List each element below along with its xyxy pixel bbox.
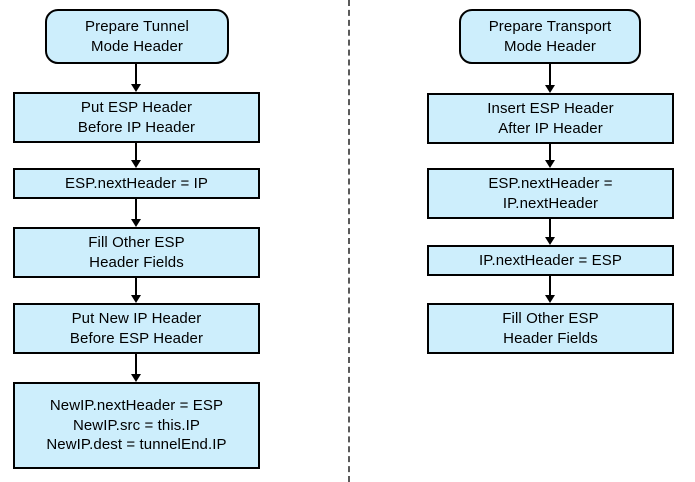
arrow-head-icon (545, 160, 555, 168)
arrow-head-icon (545, 295, 555, 303)
arrow-shaft (549, 64, 551, 86)
arrow-head-icon (131, 374, 141, 382)
node-tunnel-step-5[interactable]: NewIP.nextHeader = ESP NewIP.src = this.… (13, 382, 260, 469)
arrow-head-icon (131, 84, 141, 92)
arrow-head-icon (545, 237, 555, 245)
arrow-shaft (549, 144, 551, 161)
arrow-shaft (549, 219, 551, 238)
vertical-dashed-divider (348, 0, 350, 482)
node-label: Put New IP Header Before ESP Header (69, 309, 204, 347)
arrow-shaft (549, 276, 551, 296)
node-label: Insert ESP Header After IP Header (487, 99, 614, 137)
node-tunnel-step-2[interactable]: ESP.nextHeader = IP (13, 168, 260, 199)
node-transport-step-4[interactable]: Fill Other ESP Header Fields (427, 303, 674, 354)
arrow-shaft (135, 354, 137, 375)
node-label: Fill Other ESP Header Fields (502, 309, 599, 347)
node-label: NewIP.nextHeader = ESP NewIP.src = this.… (46, 396, 227, 454)
node-label: Fill Other ESP Header Fields (88, 233, 185, 271)
arrow-head-icon (131, 295, 141, 303)
node-label: Prepare Tunnel Mode Header (85, 17, 189, 55)
arrow-shaft (135, 143, 137, 161)
node-label: ESP.nextHeader = IP.nextHeader (488, 174, 613, 212)
node-tunnel-start[interactable]: Prepare Tunnel Mode Header (45, 9, 229, 64)
arrow-shaft (135, 199, 137, 220)
arrow-shaft (135, 64, 137, 85)
node-label: IP.nextHeader = ESP (479, 251, 622, 269)
node-tunnel-step-4[interactable]: Put New IP Header Before ESP Header (13, 303, 260, 354)
node-tunnel-step-1[interactable]: Put ESP Header Before IP Header (13, 92, 260, 143)
arrow-head-icon (545, 85, 555, 93)
arrow-shaft (135, 278, 137, 296)
node-transport-step-1[interactable]: Insert ESP Header After IP Header (427, 93, 674, 144)
node-tunnel-step-3[interactable]: Fill Other ESP Header Fields (13, 227, 260, 278)
node-transport-start[interactable]: Prepare Transport Mode Header (459, 9, 641, 64)
node-transport-step-2[interactable]: ESP.nextHeader = IP.nextHeader (427, 168, 674, 219)
node-label: Put ESP Header Before IP Header (77, 98, 196, 136)
node-label: ESP.nextHeader = IP (65, 174, 208, 192)
node-transport-step-3[interactable]: IP.nextHeader = ESP (427, 245, 674, 276)
arrow-head-icon (131, 219, 141, 227)
node-label: Prepare Transport Mode Header (488, 17, 612, 55)
arrow-head-icon (131, 160, 141, 168)
